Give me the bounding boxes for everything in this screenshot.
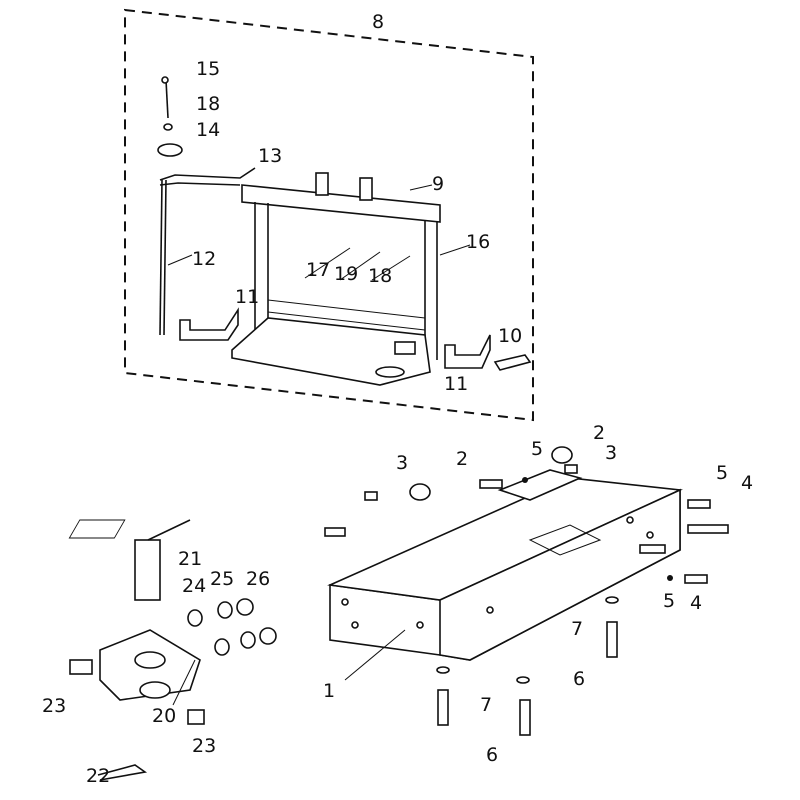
callout-3b: 3 [605, 442, 617, 464]
callout-4: 4 [741, 472, 753, 494]
callout-21: 21 [178, 548, 202, 570]
callout-5b: 5 [716, 462, 728, 484]
hitch-assembly [69, 519, 277, 781]
callout-7b: 7 [480, 694, 492, 716]
callout-20: 20 [152, 705, 176, 727]
callout-19: 19 [334, 263, 358, 285]
callout-2b: 2 [593, 422, 605, 444]
callout-13: 13 [258, 145, 282, 167]
callout-11: 11 [235, 286, 259, 308]
callout-5c: 5 [663, 590, 675, 612]
foot-bracket-right [444, 334, 491, 369]
callout-23b: 23 [192, 735, 216, 757]
subassembly-boundary [124, 8, 534, 422]
callout-23: 23 [42, 695, 66, 717]
foot-bracket-left [179, 307, 239, 341]
mounting-bracket [231, 172, 441, 386]
callout-8: 8 [372, 11, 384, 33]
callout-25: 25 [210, 568, 234, 590]
callout-16: 16 [466, 231, 490, 253]
callout-15: 15 [196, 58, 220, 80]
callout-11b: 11 [444, 373, 468, 395]
callout-3: 3 [396, 452, 408, 474]
callout-2: 2 [456, 448, 468, 470]
callout-22: 22 [86, 765, 110, 787]
callout-5: 5 [531, 438, 543, 460]
callout-24: 24 [182, 575, 206, 597]
callout-6: 6 [573, 668, 585, 690]
latch-rod-assembly [157, 76, 256, 336]
callout-12: 12 [192, 248, 216, 270]
callout-1: 1 [323, 680, 335, 702]
callout-9: 9 [432, 173, 444, 195]
callouts: 8 15 18 14 13 9 16 17 19 18 12 11 10 11 … [42, 11, 753, 787]
winch-mount-plate [68, 469, 683, 661]
leader-lines [167, 184, 471, 706]
callout-4b: 4 [690, 592, 702, 614]
callout-17: 17 [306, 259, 330, 281]
callout-26: 26 [246, 568, 270, 590]
clip [493, 354, 532, 371]
bolts [324, 446, 729, 736]
callout-18b: 18 [368, 265, 392, 287]
callout-6b: 6 [486, 744, 498, 766]
callout-7: 7 [571, 618, 583, 640]
callout-18: 18 [196, 93, 220, 115]
callout-14: 14 [196, 119, 220, 141]
callout-10: 10 [498, 325, 522, 347]
